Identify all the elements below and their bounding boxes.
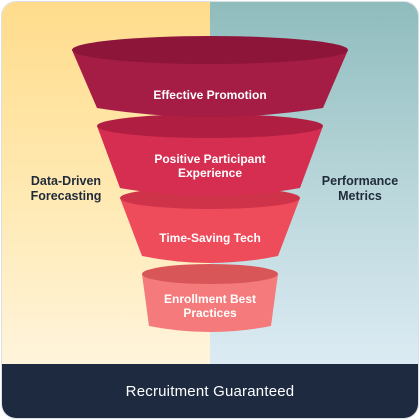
right-side-label: Performance Metrics [321, 174, 399, 203]
funnel-diagram [72, 36, 348, 332]
funnel-tier-1 [72, 36, 348, 117]
funnel-tier-2 [97, 114, 323, 196]
left-side-label: Data-Driven Forecasting [30, 174, 102, 203]
footer-banner: Recruitment Guaranteed [2, 364, 418, 418]
funnel-tier-3-label: Time-Saving Tech [159, 231, 261, 245]
funnel-tier-4 [142, 264, 278, 332]
footer-label: Recruitment Guaranteed [125, 382, 295, 400]
funnel-tier-2-label: Positive Participant Experience [154, 152, 266, 180]
funnel-tier-1-label: Effective Promotion [153, 88, 267, 102]
funnel-tier-4-label: Enrollment Best Practices [163, 292, 256, 320]
funnel-tier-3 [120, 187, 300, 263]
